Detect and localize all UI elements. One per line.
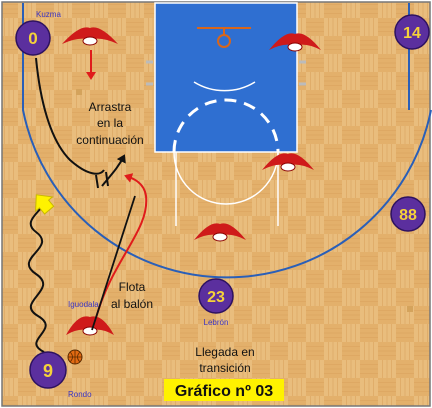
defender-5-iguodala — [66, 316, 114, 336]
svg-text:Llegada en: Llegada en — [195, 345, 254, 359]
yellow-direction-arrow — [35, 194, 55, 215]
player-9-number: 9 — [43, 361, 53, 381]
defender-1 — [62, 27, 118, 46]
free-throw-circle-dashed — [172, 98, 280, 153]
lane-hash-marks — [146, 60, 306, 86]
defender-4 — [194, 223, 246, 242]
paint-area — [154, 2, 298, 153]
player-23-number: 23 — [207, 289, 225, 306]
defender-3 — [262, 153, 314, 172]
svg-text:transición: transición — [199, 361, 250, 375]
player-0-name: Kuzma — [36, 10, 61, 19]
svg-text:en la: en la — [97, 116, 123, 130]
player-88: 88 — [390, 196, 426, 232]
free-throw-circle-bottom — [173, 151, 279, 205]
player-0: 0 — [15, 20, 51, 56]
player-88-number: 88 — [399, 207, 417, 224]
player-9-name: Rondo — [68, 390, 92, 399]
player-14: 14 — [394, 14, 430, 50]
svg-text:Flota: Flota — [119, 280, 146, 294]
player-9: 9 — [29, 351, 67, 389]
drag-annotation: Arrastra en la continuación — [76, 100, 143, 147]
float-arrow — [95, 173, 148, 319]
screen-drag-path — [35, 57, 105, 175]
free-throw-circle-top — [193, 81, 256, 92]
float-annotation: Flota al balón — [111, 280, 153, 311]
title-box — [164, 379, 284, 401]
continuation-arrow — [101, 154, 126, 187]
dribble-path — [28, 205, 47, 353]
defender-2 — [269, 33, 321, 52]
diagram-title: Gráfico nº 03 — [175, 383, 273, 400]
player-0-number: 0 — [28, 29, 37, 48]
player-23: 23 — [198, 278, 234, 314]
svg-text:al balón: al balón — [111, 297, 153, 311]
pass-lane-line — [91, 195, 136, 331]
basketball-icon — [67, 349, 83, 365]
arrival-annotation: Llegada en transición — [195, 345, 254, 375]
player-14-number: 14 — [403, 25, 421, 42]
iguodala-label: Iguodala — [68, 300, 99, 309]
svg-text:continuación: continuación — [76, 133, 143, 147]
svg-text:Arrastra: Arrastra — [89, 100, 132, 114]
player-23-name: Lebrón — [204, 318, 229, 327]
three-point-line — [22, 3, 432, 279]
